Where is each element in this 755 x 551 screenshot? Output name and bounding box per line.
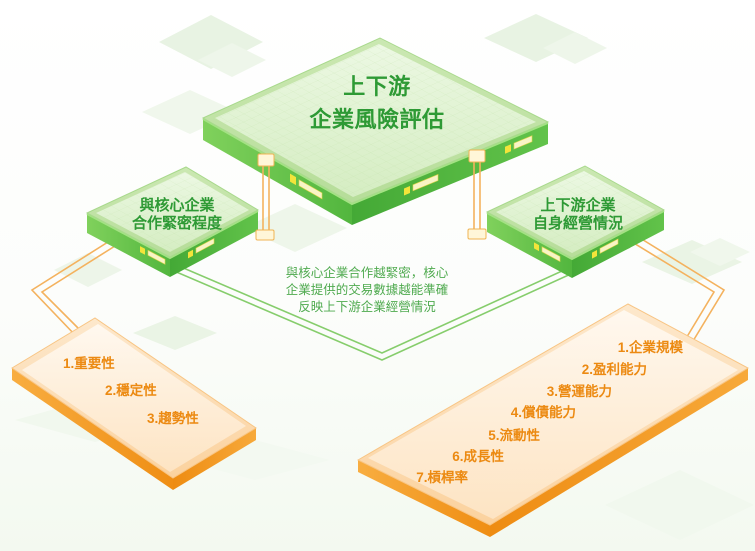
right-panel-item: 4.償債能力	[511, 404, 576, 420]
panel-edge-left	[12, 368, 173, 490]
panel-edge-right	[490, 368, 748, 537]
decor-diamond	[133, 316, 217, 350]
panel-top-face	[368, 310, 738, 519]
panel-top-face	[22, 324, 246, 472]
box-top-grid	[496, 171, 655, 253]
cable-plug	[468, 149, 486, 163]
orange-link-line-left	[40, 245, 116, 335]
status-light	[404, 186, 410, 196]
green-link-line	[124, 246, 631, 361]
box-edge-highlight	[486, 210, 665, 261]
note-line: 企業提供的交易數據越能準確	[286, 282, 449, 297]
right-panel-item: 1.企業規模	[618, 339, 684, 355]
box-side-left	[87, 213, 170, 277]
main-risk-box: 上下游 企業風險評估	[201, 37, 550, 225]
status-light	[505, 144, 511, 154]
box-side-right	[352, 122, 548, 225]
cooperation-box: 與核心企業 合作緊密程度	[85, 166, 260, 277]
right-panel-item: 7.槓桿率	[416, 469, 468, 485]
vertical-cables	[255, 149, 487, 241]
left-box-label-line2: 合作緊密程度	[131, 214, 223, 232]
connector-lines	[30, 237, 726, 361]
note-line: 反映上下游企業經營情況	[298, 299, 436, 314]
status-light	[140, 246, 145, 255]
status-light	[290, 173, 296, 186]
orange-link-line-right	[631, 241, 716, 346]
status-bar	[147, 249, 166, 265]
decor-diamond	[198, 43, 266, 77]
status-bar	[298, 179, 323, 200]
right-box-label-line2: 自身經營情況	[533, 214, 623, 232]
orange-link-line-left	[30, 241, 109, 337]
relationship-note: 與核心企業合作越緊密，核心 企業提供的交易數據越能準確 反映上下游企業經營情況	[286, 265, 449, 314]
cable-plug	[467, 228, 487, 240]
note-line: 與核心企業合作越緊密，核心	[286, 265, 449, 280]
status-light	[592, 250, 597, 259]
right-box-label-line1: 上下游企業	[540, 196, 616, 214]
operations-box: 上下游企業 自身經營情況	[485, 165, 666, 278]
main-box-title-line2: 企業風險評估	[308, 107, 444, 132]
right-panel-item: 2.盈利能力	[582, 361, 647, 377]
box-top-grid	[96, 172, 249, 252]
left-factor-panel: 1.重要性 2.穩定性 3.趨勢性	[11, 317, 257, 490]
box-side-left	[487, 212, 572, 278]
panel-edge-left	[358, 460, 490, 537]
decor-diamond	[543, 32, 607, 64]
status-bar	[195, 237, 215, 254]
main-box-title-line1: 上下游	[343, 74, 411, 99]
right-panel-item: 5.流動性	[488, 427, 540, 443]
decor-diamond	[54, 253, 122, 287]
left-panel-item: 1.重要性	[63, 355, 115, 371]
right-panel-item: 6.成長性	[452, 448, 504, 464]
status-bar	[513, 135, 533, 150]
status-bar	[412, 174, 439, 192]
box-top-grid	[215, 44, 536, 197]
cable-plug	[257, 153, 275, 167]
decor-diamond	[605, 470, 754, 540]
right-panel-item: 3.營運能力	[547, 383, 612, 399]
right-factor-panel: 1.企業規模 2.盈利能力 3.營運能力 4.償債能力 5.流動性 6.成長性 …	[356, 303, 750, 537]
status-bar	[599, 238, 619, 254]
green-link-line	[124, 239, 631, 354]
status-light	[188, 249, 193, 259]
left-box-label-line1: 與核心企業	[139, 196, 215, 214]
cable-plug	[255, 229, 275, 241]
orange-link-line-right	[639, 237, 726, 347]
decor-diamond	[690, 238, 750, 266]
status-bar	[541, 246, 561, 263]
status-light	[534, 242, 539, 252]
left-panel-item: 3.趨勢性	[147, 410, 199, 426]
box-edge-highlight	[86, 210, 259, 260]
panel-edge-right	[173, 428, 256, 490]
left-panel-item: 2.穩定性	[105, 382, 157, 398]
box-side-left	[203, 118, 352, 225]
